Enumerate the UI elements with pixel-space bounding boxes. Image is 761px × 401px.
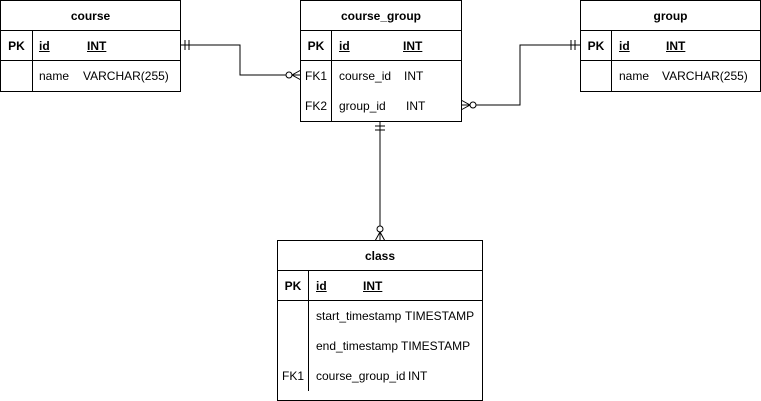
table-title: course xyxy=(1,1,180,31)
edge-group-course-group[interactable] xyxy=(461,44,580,106)
column-type: VARCHAR(255) xyxy=(662,69,748,83)
key-label: PK xyxy=(8,39,25,53)
column-type: INT xyxy=(87,39,107,53)
edge-course-course-group[interactable] xyxy=(180,44,301,76)
table-title: group xyxy=(581,1,760,31)
key-label: FK1 xyxy=(304,69,327,83)
column-type: INT xyxy=(666,39,686,53)
column-type: INT xyxy=(363,279,383,293)
column-name: course_group_id xyxy=(316,369,406,383)
key-column xyxy=(1,31,33,91)
table-course[interactable]: course PK id INT name VARCHAR(255) xyxy=(0,0,181,92)
column-name: id xyxy=(339,39,350,53)
key-column xyxy=(278,271,309,391)
column-name: group_id xyxy=(339,99,386,113)
column-type: INT xyxy=(403,39,423,53)
table-title: class xyxy=(278,241,482,271)
key-column xyxy=(581,31,612,91)
zero-circle xyxy=(285,71,293,79)
table-row[interactable]: end_timestamp TIMESTAMP xyxy=(278,331,482,361)
key-label: PK xyxy=(284,279,302,293)
table-row[interactable]: name VARCHAR(255) xyxy=(1,61,180,91)
table-class[interactable]: class PK id INT start_timestamp TIMESTAM… xyxy=(277,240,483,401)
zero-circle xyxy=(376,225,384,233)
column-type: INT xyxy=(408,369,428,383)
table-row[interactable]: FK1 course_id INT xyxy=(301,61,461,91)
column-name: name xyxy=(619,69,650,83)
table-group[interactable]: group PK id INT name VARCHAR(255) xyxy=(580,0,761,92)
table-row[interactable]: name VARCHAR(255) xyxy=(581,61,760,91)
column-type: TIMESTAMP xyxy=(405,309,475,323)
key-label: FK2 xyxy=(304,99,327,113)
table-row[interactable]: start_timestamp TIMESTAMP xyxy=(278,301,482,331)
table-row[interactable]: FK1 course_group_id INT xyxy=(278,361,482,391)
column-type: VARCHAR(255) xyxy=(83,69,169,83)
column-type: INT xyxy=(406,99,426,113)
column-name: name xyxy=(39,69,70,83)
column-name: start_timestamp xyxy=(316,309,402,323)
key-label: PK xyxy=(307,39,325,53)
table-course-group[interactable]: course_group PK id INT FK1 course_id INT… xyxy=(300,0,462,122)
column-type: TIMESTAMP xyxy=(401,339,471,353)
table-row[interactable]: PK id INT xyxy=(278,271,482,301)
table-row[interactable]: PK id INT xyxy=(1,31,180,61)
table-title: course_group xyxy=(301,1,461,31)
key-label: FK1 xyxy=(281,369,304,383)
column-name: id xyxy=(619,39,630,53)
table-row[interactable]: FK2 group_id INT xyxy=(301,91,461,121)
column-name: course_id xyxy=(339,69,392,83)
zero-circle xyxy=(469,101,477,109)
key-label: PK xyxy=(587,39,605,53)
table-row[interactable]: PK id INT xyxy=(581,31,760,61)
column-type: INT xyxy=(404,69,424,83)
column-name: end_timestamp xyxy=(316,339,399,353)
column-name: id xyxy=(39,39,50,53)
table-row[interactable]: PK id INT xyxy=(301,31,461,61)
column-name: id xyxy=(316,279,327,293)
key-column xyxy=(301,31,332,121)
